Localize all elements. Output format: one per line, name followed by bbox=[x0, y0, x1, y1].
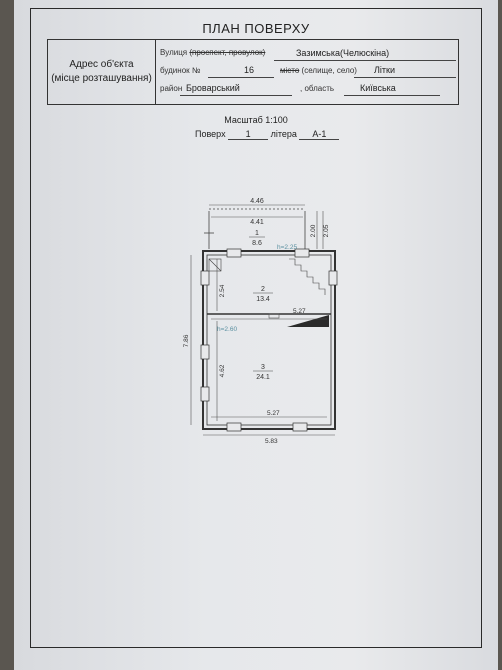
house-underline bbox=[208, 77, 274, 78]
dim-top-inner: 4.41 bbox=[250, 219, 264, 226]
city-label-strike: місто bbox=[280, 66, 300, 75]
region-underline bbox=[344, 95, 440, 96]
top-dimension-lines bbox=[209, 204, 324, 249]
floor-plan-drawing: 4.46 4.41 2.00 2.05 h=2.25 2.54 5.27 h=2… bbox=[183, 198, 338, 445]
dim-bottom-outer: 5.83 bbox=[265, 438, 278, 445]
city-value: Літки bbox=[374, 65, 395, 75]
district-label: район bbox=[160, 84, 183, 93]
room-2-number: 2 bbox=[261, 286, 265, 293]
dim-bottom-inner: 5.27 bbox=[267, 410, 280, 417]
room-2-area: 13.4 bbox=[256, 296, 270, 303]
document-sheet: ПЛАН ПОВЕРХУ Адрес об'єкта (місце розташ… bbox=[14, 0, 498, 670]
city-label: місто (селище, село) bbox=[280, 66, 357, 75]
dim-room1-a: 2.00 bbox=[310, 224, 317, 237]
street-value: Зазимська(Челюскіна) bbox=[296, 48, 390, 58]
litera-label: літера bbox=[270, 129, 297, 139]
house-value: 16 bbox=[244, 65, 255, 75]
dim-mid-width: 5.27 bbox=[293, 308, 306, 315]
address-table: Адрес об'єкта (місце розташування) Вулиц… bbox=[47, 39, 459, 105]
district-underline bbox=[180, 95, 292, 96]
address-label-cell: Адрес об'єкта (місце розташування) bbox=[48, 40, 156, 104]
height-mark-2: h=2.60 bbox=[217, 326, 237, 333]
city-label-rest: (селище, село) bbox=[301, 66, 357, 75]
room-3-area: 24.1 bbox=[256, 374, 270, 381]
house-label: будинок № bbox=[160, 66, 201, 75]
floor-value: 1 bbox=[228, 129, 269, 140]
door-mark bbox=[268, 313, 280, 319]
dim-room1-b: 2.05 bbox=[323, 224, 330, 237]
height-mark-1: h=2.25 bbox=[277, 244, 297, 251]
street-label: Вулиця bbox=[160, 48, 188, 57]
dim-room3-left: 4.62 bbox=[219, 364, 226, 377]
dim-room2-left: 2.54 bbox=[219, 284, 226, 297]
address-label-line2: (місце розташування) bbox=[51, 73, 152, 84]
room-1-outline bbox=[204, 208, 306, 249]
floor-label: Поверх bbox=[195, 129, 226, 139]
address-label-line1: Адрес об'єкта bbox=[69, 59, 134, 70]
district-value: Броварський bbox=[186, 83, 240, 93]
windows bbox=[200, 248, 338, 432]
side-dimension-lines bbox=[190, 255, 335, 436]
region-value: Київська bbox=[360, 83, 396, 93]
floor-row: Поверх 1 літера А-1 bbox=[195, 129, 340, 140]
city-underline bbox=[354, 77, 456, 78]
scale-label: Масштаб 1:100 bbox=[224, 115, 288, 125]
street-row: Вулиця (проспект, провулок) bbox=[160, 48, 265, 57]
main-building-walls bbox=[202, 250, 336, 430]
document-title: ПЛАН ПОВЕРХУ bbox=[202, 21, 310, 36]
room-1-area: 8.6 bbox=[252, 240, 262, 247]
street-label-strike: (проспект, провулок) bbox=[189, 48, 266, 57]
room-1-number: 1 bbox=[255, 230, 259, 237]
stair-ramp bbox=[287, 315, 329, 327]
staircase bbox=[208, 258, 326, 295]
litera-value: А-1 bbox=[299, 129, 340, 140]
dim-total-left: 7.86 bbox=[183, 334, 190, 347]
room-3-number: 3 bbox=[261, 364, 265, 371]
street-underline bbox=[274, 60, 456, 61]
region-label: , область bbox=[300, 84, 335, 93]
document-frame: ПЛАН ПОВЕРХУ Адрес об'єкта (місце розташ… bbox=[30, 8, 482, 648]
dim-top-outer: 4.46 bbox=[250, 198, 264, 205]
